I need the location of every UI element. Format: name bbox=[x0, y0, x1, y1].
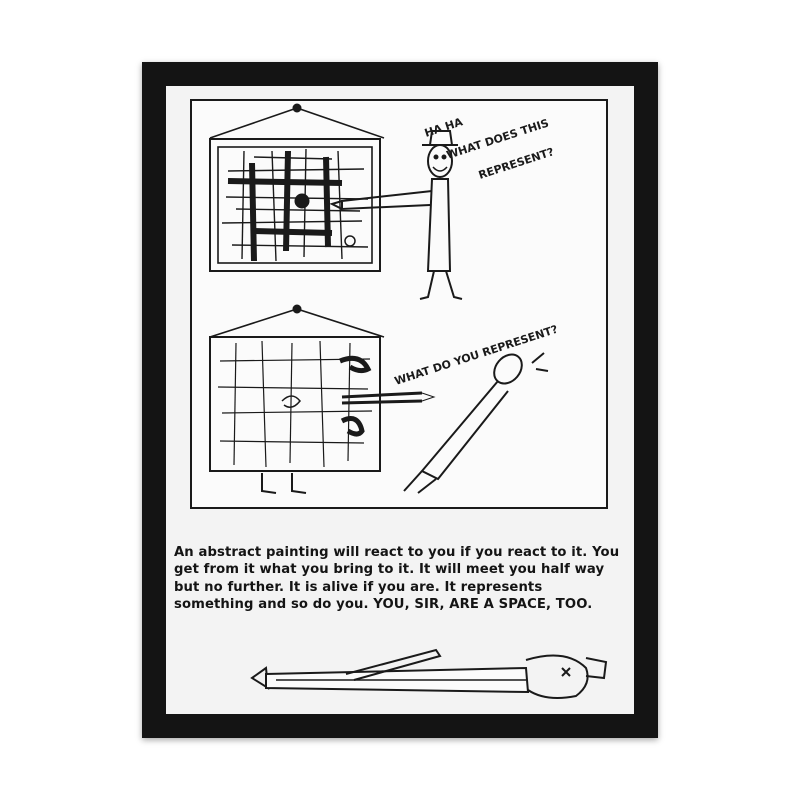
caption-text: An abstract painting will react to you i… bbox=[174, 544, 626, 614]
cartoon-print: HA HA WHAT DOES THIS REPRESENT? bbox=[166, 86, 634, 714]
laughing-man-pointing bbox=[329, 130, 463, 300]
speech-top-line-3: REPRESENT? bbox=[477, 145, 556, 182]
speech-top-line-1: HA HA bbox=[423, 115, 465, 140]
caption-emphasis: YOU, SIR, ARE A SPACE, TOO. bbox=[373, 597, 593, 613]
abstract-painting-bottom bbox=[209, 304, 436, 494]
abstract-painting-top bbox=[209, 103, 385, 272]
print-mat: HA HA WHAT DOES THIS REPRESENT? bbox=[166, 86, 634, 714]
speech-bottom: WHAT DO YOU REPRESENT? bbox=[393, 323, 560, 388]
caption-body: An abstract painting will react to you i… bbox=[174, 545, 620, 613]
lying-man-illustration bbox=[250, 648, 608, 699]
cartoon-panel: HA HA WHAT DOES THIS REPRESENT? bbox=[190, 99, 608, 509]
cartoon-illustration: HA HA WHAT DOES THIS REPRESENT? bbox=[209, 103, 560, 494]
falling-man bbox=[403, 352, 549, 494]
